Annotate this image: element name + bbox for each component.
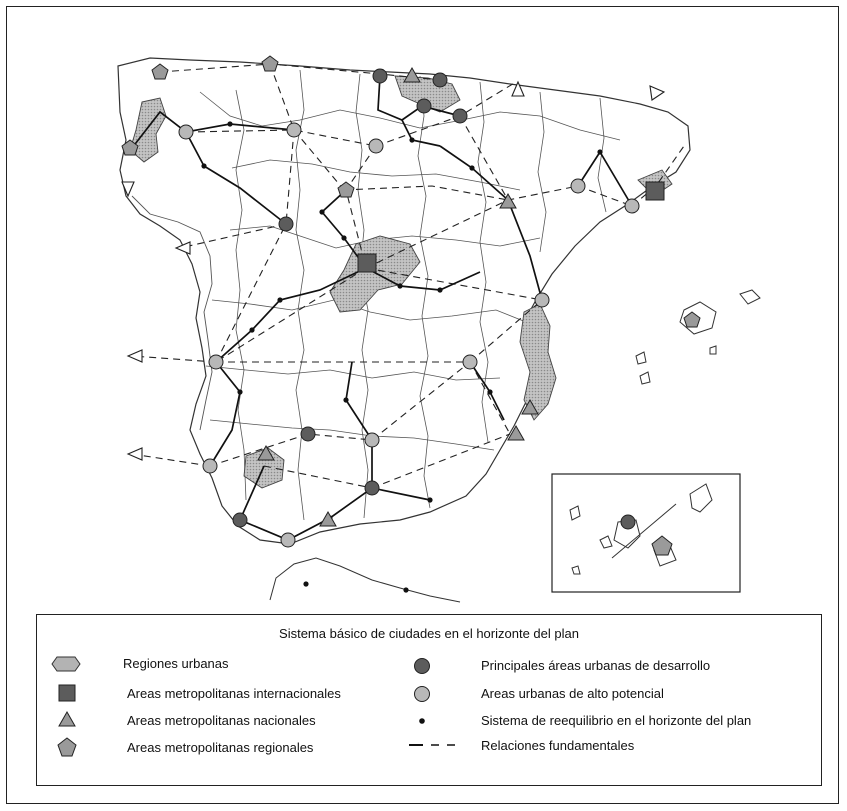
lines-icon xyxy=(409,744,455,746)
development-area-markers xyxy=(232,68,634,530)
hexagon-icon xyxy=(51,656,81,672)
pentagon-icon xyxy=(57,737,77,757)
legend-title: Sistema básico de ciudades en el horizon… xyxy=(279,626,579,641)
relations-solid xyxy=(131,75,633,541)
province-borders xyxy=(199,69,621,521)
balearic-islands xyxy=(635,289,761,385)
canary-inset-frame xyxy=(551,473,741,593)
square-icon xyxy=(58,684,76,702)
peninsula-outline xyxy=(117,57,691,545)
legend-dev-areas: Principales áreas urbanas de desarrollo xyxy=(481,658,711,673)
natl-metro-markers xyxy=(257,66,539,527)
canary-islands xyxy=(569,483,713,575)
legend-reg-metro: Areas metropolitanas regionales xyxy=(127,740,314,755)
legend-relations: Relaciones fundamentales xyxy=(481,738,635,753)
outbound-arrows xyxy=(121,80,666,461)
dark-circle-icon xyxy=(414,658,430,674)
legend-rebalance: Sistema de reequilibrio en el horizonte … xyxy=(481,713,752,728)
legend-natl-metro: Areas metropolitanas nacionales xyxy=(127,713,316,728)
legend-urban-regions: Regiones urbanas xyxy=(123,656,229,671)
africa-coast xyxy=(269,557,461,603)
triangle-icon xyxy=(58,711,76,727)
reg-metro-markers xyxy=(121,55,701,328)
canary-reg-marker xyxy=(651,535,673,556)
legend-intl-metro: Areas metropolitanas internacionales xyxy=(127,686,341,701)
canary-dev-marker xyxy=(620,514,636,530)
legend-potential-areas: Areas urbanas de alto potencial xyxy=(481,686,664,701)
intl-metro-markers xyxy=(357,181,665,273)
urban-region-areas xyxy=(129,75,673,489)
dot-icon xyxy=(419,718,425,724)
light-circle-icon xyxy=(414,686,430,702)
potential-area-markers xyxy=(178,122,640,548)
portugal-border xyxy=(131,195,213,431)
legend-box: Sistema básico de ciudades en el horizon… xyxy=(36,614,822,786)
